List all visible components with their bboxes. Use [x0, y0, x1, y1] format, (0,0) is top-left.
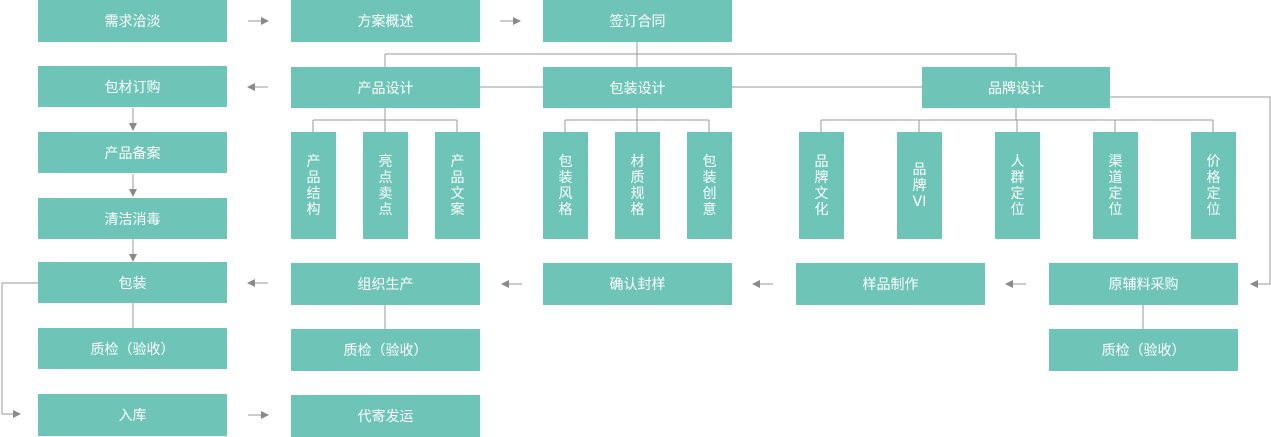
node-qc-production: 质检（验收） [291, 329, 480, 371]
node-package-design: 包装设计 [543, 67, 732, 108]
vertical-label: 品牌文化 [814, 153, 829, 218]
node-confirm-sample: 确认封样 [543, 263, 732, 305]
vertical-label: 品牌VI [912, 161, 927, 210]
node-brand-design: 品牌设计 [922, 67, 1110, 108]
node-sample-making: 样品制作 [796, 263, 985, 305]
node-sign-contract: 签订合同 [543, 0, 732, 42]
node-packing: 包装 [38, 262, 227, 303]
node-product-structure: 产品结构 [291, 132, 336, 239]
node-product-copy: 产品文案 [435, 132, 480, 239]
node-raw-material-purchase: 原辅料采购 [1049, 263, 1238, 305]
node-channel-position: 渠道定位 [1093, 132, 1138, 239]
node-consult: 需求洽淡 [38, 0, 227, 42]
node-price-position: 价格定位 [1191, 132, 1236, 239]
node-shipping: 代寄发运 [291, 395, 480, 437]
vertical-label: 价格定位 [1206, 153, 1221, 218]
vertical-label: 材质规格 [630, 153, 645, 218]
vertical-label: 产品文案 [450, 153, 465, 218]
node-brand-culture: 品牌文化 [799, 132, 844, 239]
node-product-record: 产品备案 [38, 132, 227, 173]
node-storage: 入库 [38, 394, 227, 436]
node-clean-disinfect: 清洁消毒 [38, 198, 227, 239]
node-organize-production: 组织生产 [291, 263, 480, 305]
vertical-label: 产品结构 [306, 153, 321, 218]
node-brand-vi: 品牌VI [897, 132, 942, 239]
vertical-label: 包装风格 [558, 153, 573, 218]
node-selling-points: 亮点卖点 [363, 132, 408, 239]
node-qc-col1: 质检（验收） [38, 328, 227, 369]
node-plan-overview: 方案概述 [291, 0, 480, 42]
node-product-design: 产品设计 [291, 67, 480, 108]
vertical-label: 人群定位 [1010, 153, 1025, 218]
node-package-style: 包装风格 [543, 132, 588, 239]
node-qc-material: 质检（验收） [1049, 329, 1238, 371]
node-material-spec: 材质规格 [615, 132, 660, 239]
vertical-label: 亮点卖点 [378, 153, 393, 218]
node-package-creative: 包装创意 [687, 132, 732, 239]
node-material-order: 包材订购 [38, 66, 227, 107]
vertical-label: 渠道定位 [1108, 153, 1123, 218]
vertical-label: 包装创意 [702, 153, 717, 218]
node-audience-position: 人群定位 [995, 132, 1040, 239]
